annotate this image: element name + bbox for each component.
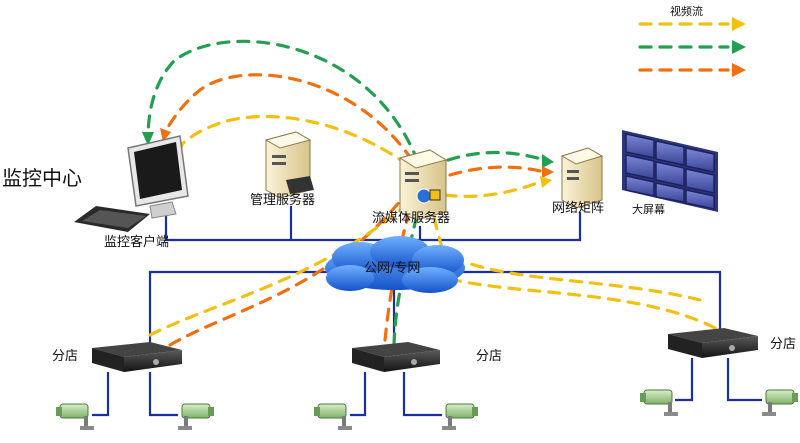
camera-icon [314, 403, 352, 430]
legend-title: 视频流 [670, 5, 703, 18]
stream-orange-branch2 [383, 203, 414, 342]
lan-backbone [164, 212, 582, 242]
dvr-branch-2 [352, 342, 440, 372]
cam-link-3a [675, 358, 694, 402]
stream-server-label: 流媒体服务器 [372, 211, 451, 226]
stream-yellow-branch3b [463, 260, 702, 302]
camera-icon [762, 389, 798, 416]
monitoring-center-label: 监控中心 [2, 166, 82, 190]
big-screen-wall-icon [622, 130, 718, 212]
camera-icon [178, 403, 214, 430]
cam-link-1a [92, 372, 110, 417]
legend-arrow-green [732, 40, 746, 54]
mgmt-server-label: 管理服务器 [250, 193, 316, 208]
dvr-branch-1 [92, 342, 182, 372]
cam-link-3b [726, 358, 762, 402]
stream-yellow-branch3 [428, 198, 717, 330]
legend-arrow-yellow [732, 17, 746, 31]
video-streams [146, 22, 730, 347]
arrowhead-orange-client [160, 128, 171, 142]
camera-icon [56, 403, 94, 430]
link-branch-1 [148, 270, 330, 346]
cam-link-2b [402, 372, 442, 417]
arrowhead-green-client [142, 132, 154, 146]
stream-server-icon [398, 149, 448, 221]
stream-orange-branch1 [168, 193, 407, 347]
branch-label-2: 分店 [476, 349, 503, 364]
network-links [92, 206, 762, 417]
big-screen-label: 大屏幕 [632, 203, 665, 216]
mgmt-server-icon [264, 131, 314, 199]
network-label: 公网/专网 [364, 261, 421, 276]
stream-yellow-to-matrix [443, 178, 547, 198]
cameras [56, 389, 798, 430]
client-label: 监控客户端 [104, 235, 170, 250]
stream-green-to-matrix [446, 150, 547, 162]
cam-link-2a [350, 372, 367, 417]
globe-icon [416, 188, 432, 204]
camera-icon [640, 389, 678, 416]
branch-label-3: 分店 [770, 337, 797, 352]
arrowhead-orange-matrix [542, 166, 554, 178]
arrowhead-green-matrix [542, 154, 554, 168]
legend-arrow-orange [732, 63, 746, 77]
matrix-server-icon [560, 147, 604, 209]
matrix-label: 网络矩阵 [552, 201, 605, 216]
link-branch-3 [455, 270, 722, 332]
stream-orange-to-client [163, 73, 414, 162]
stream-yellow-to-client [176, 114, 410, 167]
camera-icon [442, 403, 478, 430]
stream-green-to-client [146, 39, 420, 164]
arrowhead-yellow-matrix [540, 176, 552, 188]
dvr-branch-3 [668, 328, 758, 358]
network-cloud [325, 236, 465, 293]
client-pc-icon [74, 135, 189, 232]
stream-yellow-branch1 [148, 198, 414, 337]
cam-link-1b [148, 372, 178, 417]
branch-label-1: 分店 [52, 349, 79, 364]
stream-orange-to-matrix [448, 165, 547, 177]
